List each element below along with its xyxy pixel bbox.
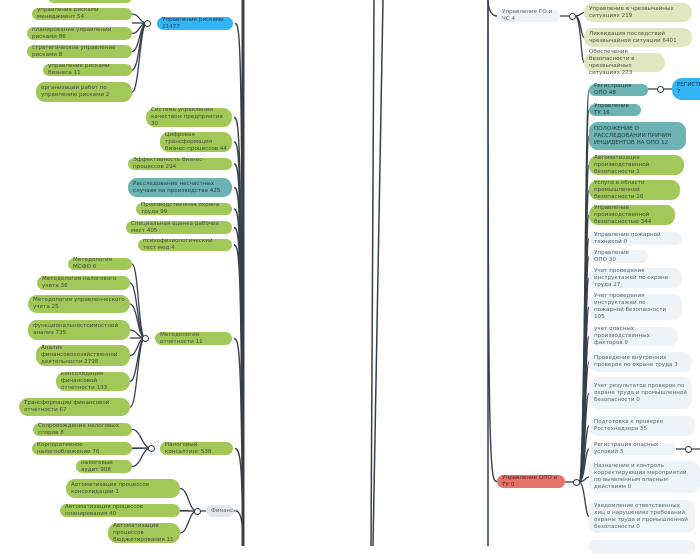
connector [572,15,585,64]
opo-child-node[interactable]: Учет проведения инструктажей по охране т… [589,268,682,288]
opo-child-node[interactable]: учет опасных производственных факторов 9 [589,326,678,346]
connector [576,481,590,518]
collapse-toggle[interactable] [685,446,692,453]
topic-node[interactable]: Эффективность бизнес-процессов 294 [128,157,232,170]
opo-child-node[interactable]: Назначение и контроль корректирующих мер… [589,461,700,493]
collapse-toggle[interactable] [657,86,664,93]
registration-child-node[interactable]: РЕГИСТРА... 7 [672,78,700,100]
opo-child-node[interactable]: ПОЛОЖЕНИЕ О РАССЛЕДОВАНИИ ПРИЧИН ИНЦИДЕН… [589,122,686,150]
opo-child-node[interactable]: Регистрация опасных условий 3 [589,442,676,455]
tax-consulting-node[interactable]: Налоговый консалтинг 538 [160,442,233,455]
reporting-child-node[interactable]: Методология управленческого учета 25 [28,295,130,313]
risk-child-node-partial[interactable] [48,0,132,3]
connector [179,487,198,512]
reporting-child-node[interactable]: Методология МСФО 6 [68,257,132,270]
topic-node[interactable]: Цифровая трансформация бизнес-процессов … [160,132,232,152]
connector [487,0,498,17]
connector [487,0,498,483]
collapse-toggle[interactable] [194,508,201,515]
risk-child-node[interactable]: стратегическое управление рисками 8 [27,45,132,58]
opo-child-node[interactable]: Управление пожарной техникой 0 [589,232,682,245]
risk-child-node[interactable]: управление рисками бизнеса 11 [43,63,132,76]
collapse-toggle[interactable] [148,445,155,452]
finance-child-node[interactable]: Автоматизация процессов планирования 40 [60,504,180,517]
finance-child-node[interactable]: Автоматизация процессов бюджетирования 1… [108,523,180,543]
reporting-child-node[interactable]: функциональностоимостной анализ 735 [28,320,130,340]
risk-child-node[interactable]: управление рисками менеджмент 54 [32,7,132,20]
civil-defense-child-node[interactable]: Обеспечение безопасности в чрезвычайных … [584,49,665,76]
reporting-child-node[interactable]: Методология налогового учета 36 [37,276,130,290]
opo-child-node[interactable]: Регистрация ОПО 48 [589,83,648,96]
topic-node[interactable]: Расследование несчастных случаев на прои… [128,178,232,197]
reporting-methodology-node[interactable]: Методология отчетности 11 [155,332,232,345]
opo-child-node[interactable]: Управление производственной безопасность… [589,205,675,225]
connector [234,447,244,546]
finance-child-node[interactable]: Автоматизация процессов консолидации 1 [66,479,180,498]
opo-child-node[interactable]: Проведение внутренних проверок по охране… [589,352,692,372]
opo-child-node[interactable]: Управление ТУ 16 [589,103,641,116]
topic-node[interactable]: Специальная оценка рабочих мест 405 [126,221,232,234]
collapse-toggle[interactable] [569,13,576,20]
civil-defense-child-node[interactable]: Управление в чрезвычайных ситуациях 219 [584,3,692,22]
connector [235,510,244,546]
reporting-child-node[interactable]: Трансформации финансовой отчетности 67 [19,398,130,416]
tax-child-node[interactable]: Сопровождение налоговых споров 8 [33,423,132,436]
risk-child-node[interactable]: организации работ по управлению рисками … [36,82,132,102]
opo-child-node[interactable]: Услуги в области промышленной безопаснос… [589,180,680,200]
opo-management-node[interactable]: Управление ОПО и ТУ 0 [497,475,565,488]
finance-node[interactable]: Финансы [206,505,238,517]
collapse-toggle[interactable] [573,479,580,486]
civil-defense-node[interactable]: Управление ГО и ЧС 4 [497,9,560,22]
opo-child-node[interactable]: Автоматизация производственной безопасно… [589,155,684,175]
tax-child-node[interactable]: Корпоративное налогообложение 76 [32,442,132,455]
risk-child-node[interactable]: планирование управлении рисками 86 [27,27,132,40]
opo-child-node[interactable]: Подготовка к проверке Ростехнадзора 35 [589,416,695,436]
tax-child-node[interactable]: налоговый аудит 908 [76,460,132,473]
opo-child-node[interactable]: Учет результатов проверок по охране труд… [589,377,692,409]
reporting-child-node[interactable]: Анализ финансовохозяйственной деятельнос… [36,345,130,366]
risk-management-node[interactable]: Управление рисками 21477 [157,17,233,30]
topic-node[interactable]: Производственная охрана труда 99 [136,202,232,215]
reporting-child-node[interactable]: консолидация финансовой отчетности 133 [56,371,130,391]
opo-child-node[interactable]: Уведомление ответственных лиц о нарушени… [589,500,695,533]
collapse-toggle[interactable] [142,335,149,342]
opo-child-node[interactable]: Учет проведения инструктажей по пожарной… [589,293,682,320]
opo-child-node[interactable]: Управление ОПО 30 [589,250,648,263]
opo-child-node-partial[interactable] [589,540,695,554]
topic-node[interactable]: психофизиологический тест мед 4 [138,238,232,251]
civil-defense-child-node[interactable]: Ликвидация последствий чрезвычайной ситу… [584,28,692,47]
collapse-toggle[interactable] [144,20,151,27]
topic-node[interactable]: Система управлении качеством предприятия… [146,107,232,127]
